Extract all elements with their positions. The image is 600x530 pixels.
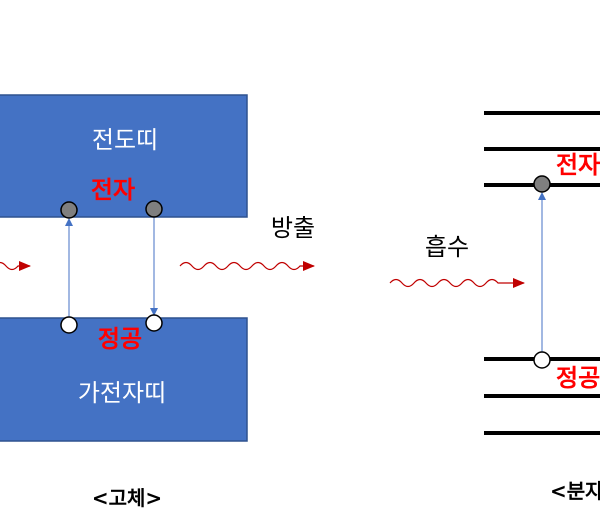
molecule-hole [533,351,551,369]
molecule-electron [533,175,551,193]
solid-electron-left [60,201,78,219]
conduction-band [0,94,248,218]
emission-label: 방출 [271,214,315,242]
valence-band [0,317,248,442]
solid-electron-right [145,200,163,218]
valence-band-label: 가전자띠 [78,379,166,407]
emission-wave [179,261,315,271]
solid-hole-left [60,316,78,334]
solid-incoming-wave [0,261,31,271]
solid-hole-label: 정공 [98,325,142,353]
molecule-caption: <분자> [550,479,600,503]
conduction-band-label: 전도띠 [92,126,158,154]
solid-caption: <고체> [92,486,162,510]
molecule-hole-label: 정공 [556,364,600,392]
molecule-electron-label: 전자 [556,151,600,179]
solid-electron-label: 전자 [91,176,135,204]
solid-hole-right [145,314,163,332]
absorption-wave [389,278,525,288]
absorption-label: 흡수 [425,233,469,261]
